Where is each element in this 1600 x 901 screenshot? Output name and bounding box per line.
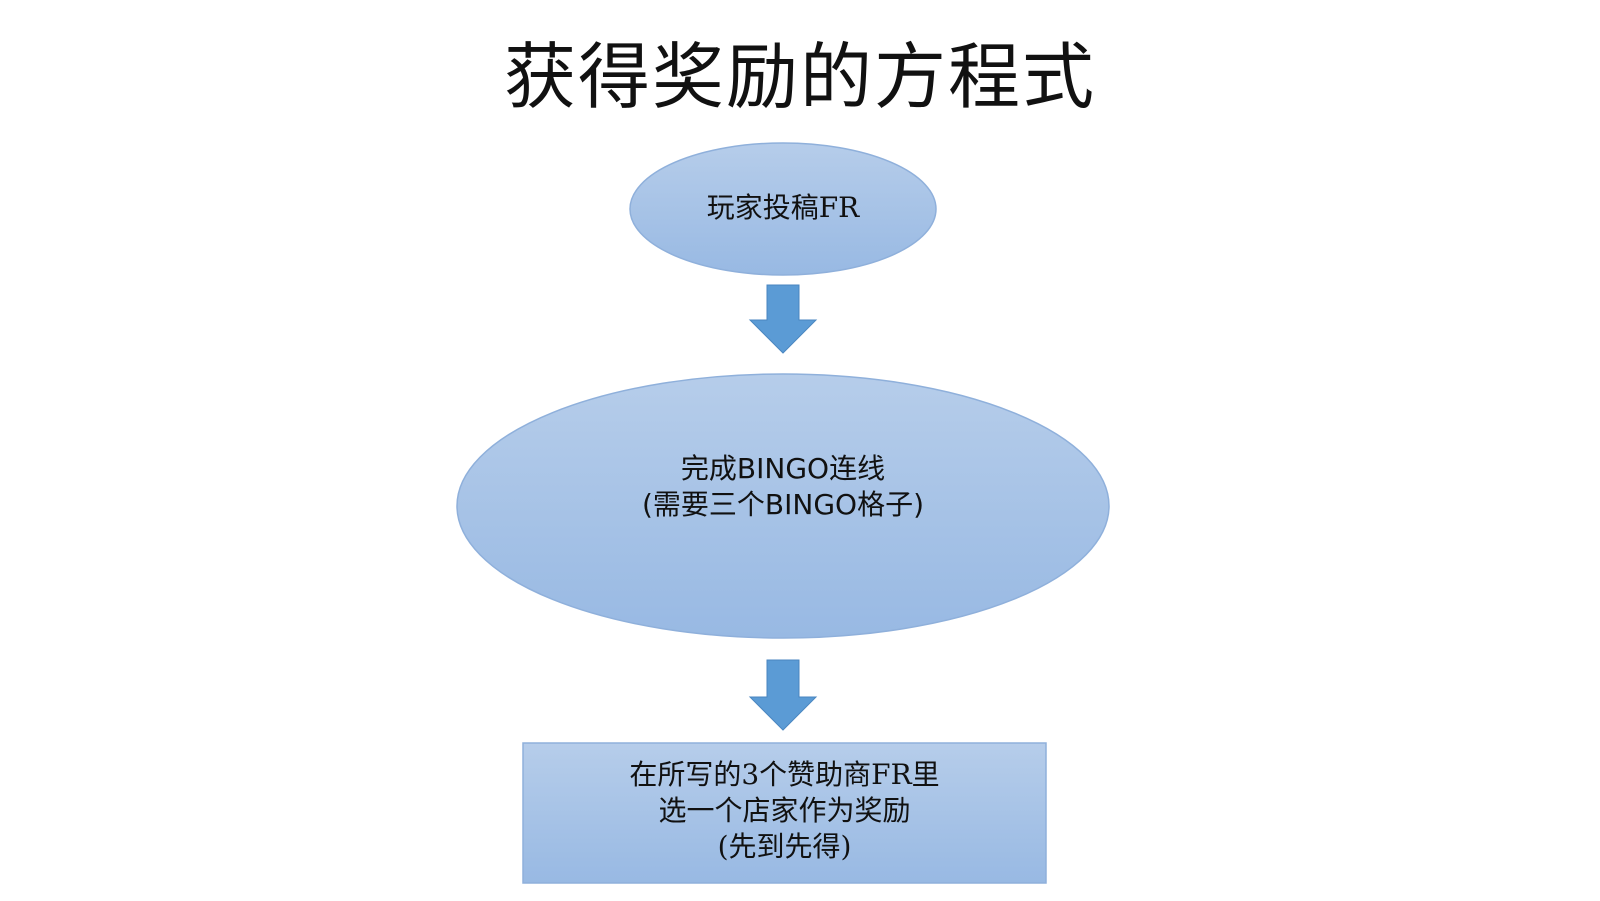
node-step2-line: (需要三个BINGO格子) — [642, 488, 924, 521]
node-step1-label: 玩家投稿FR — [633, 190, 933, 226]
arrow-down-icon — [748, 284, 818, 354]
node-step1-line: 玩家投稿FR — [706, 191, 860, 224]
node-step2-shape — [456, 373, 1110, 639]
arrow-down-icon — [748, 659, 818, 731]
diagram-title: 获得奖励的方程式 — [503, 35, 1096, 119]
node-step2-line: 完成BINGO连线 — [680, 452, 886, 485]
node-step3-line: (先到先得) — [717, 830, 852, 863]
node-step3-label: 在所写的3个赞助商FR里 选一个店家作为奖励 (先到先得) — [523, 757, 1046, 865]
node-step3-line: 选一个店家作为奖励 — [658, 794, 911, 827]
node-step3-shape — [522, 742, 1047, 884]
node-step2-label: 完成BINGO连线 (需要三个BINGO格子) — [540, 451, 1026, 523]
node-step3-line: 在所写的3个赞助商FR里 — [629, 758, 940, 791]
node-step1-shape — [629, 142, 937, 276]
